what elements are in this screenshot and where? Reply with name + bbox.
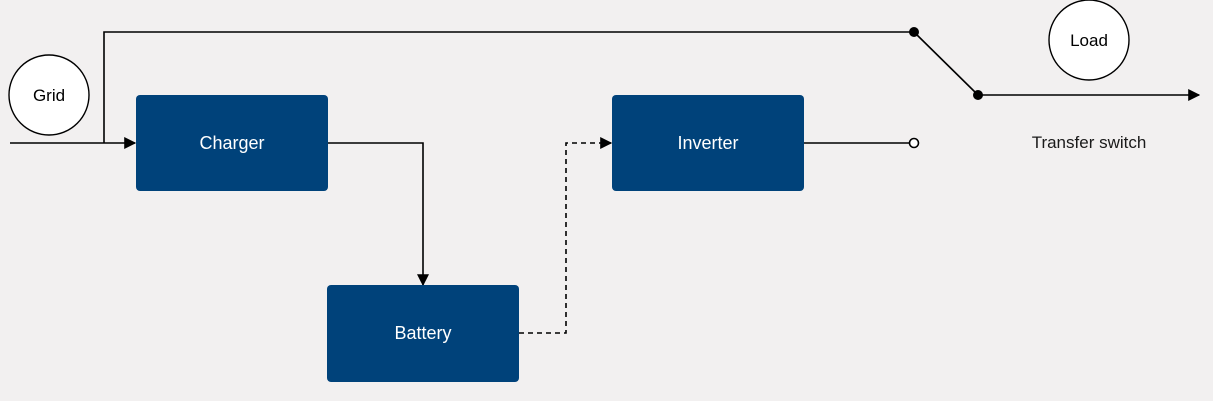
charger-label: Charger	[199, 133, 264, 153]
battery-block: Battery	[327, 285, 519, 382]
bypass-line	[103, 31, 914, 143]
grid-node: Grid	[8, 54, 90, 136]
inverter-label: Inverter	[677, 133, 738, 153]
inverter-block: Inverter	[612, 95, 804, 191]
charger-to-battery-arrow	[328, 142, 429, 287]
transfer-switch-blade	[913, 31, 979, 96]
battery-to-inverter-dashed-arrow	[519, 137, 613, 334]
transfer-switch-label: Transfer switch	[1032, 133, 1147, 152]
load-node: Load	[1048, 0, 1130, 81]
load-label: Load	[1070, 31, 1108, 50]
inverter-open-terminal	[908, 137, 920, 149]
battery-label: Battery	[394, 323, 451, 343]
charger-block: Charger	[136, 95, 328, 191]
bypass-terminal-dot	[909, 27, 919, 37]
grid-label: Grid	[33, 86, 65, 105]
